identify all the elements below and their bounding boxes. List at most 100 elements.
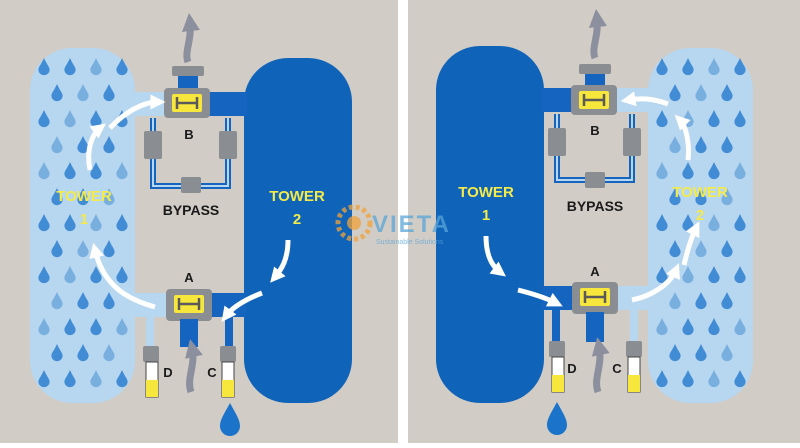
left-tower-1-droplets — [38, 58, 128, 388]
droplet-icon — [669, 292, 681, 310]
droplet-icon — [721, 84, 733, 102]
left-bypass-valve — [181, 177, 201, 193]
left-flow-arrow-5 — [221, 290, 263, 322]
droplet-icon — [708, 266, 720, 284]
right-valve-a-symbol — [583, 291, 607, 303]
droplet-icon — [708, 58, 720, 76]
droplet-icon — [103, 188, 115, 206]
left-flow-arrow-3 — [108, 94, 166, 130]
droplet-icon — [116, 370, 128, 388]
droplet-icon — [77, 84, 89, 102]
droplet-icon — [77, 136, 89, 154]
droplet-icon — [51, 292, 63, 310]
droplet-icon — [656, 162, 668, 180]
droplet-icon — [721, 136, 733, 154]
droplet-icon — [734, 214, 746, 232]
droplet-icon — [77, 344, 89, 362]
droplet-icon — [103, 240, 115, 258]
right-flow-arrow-4 — [681, 221, 700, 266]
left-tower-1-label: TOWER — [56, 188, 112, 205]
droplet-icon — [656, 266, 668, 284]
right-outlet-arrow — [588, 8, 608, 60]
right-tower-1 — [436, 46, 544, 403]
droplet-icon — [90, 214, 102, 232]
droplet-icon — [38, 370, 50, 388]
right-valve-d-label: D — [567, 361, 576, 376]
droplet-icon — [669, 136, 681, 154]
left-drain-droplet — [220, 403, 240, 436]
droplet-icon — [103, 136, 115, 154]
droplet-icon — [64, 162, 76, 180]
droplet-icon — [77, 240, 89, 258]
droplet-icon — [38, 110, 50, 128]
left-flow-arrow-4 — [270, 239, 291, 283]
left-drain-c-pipe — [225, 317, 233, 347]
left-flow-arrow-2 — [86, 123, 106, 171]
right-valve-b-label: B — [590, 123, 599, 138]
droplet-icon — [51, 240, 63, 258]
droplet-icon — [51, 136, 63, 154]
left-flow-arrow-1 — [89, 242, 156, 310]
right-check-valve-2 — [623, 128, 641, 156]
left-check-valve-2 — [219, 131, 237, 159]
droplet-icon — [669, 188, 681, 206]
droplet-icon — [708, 370, 720, 388]
right-tower-2-number: 2 — [696, 207, 704, 224]
droplet-icon — [38, 318, 50, 336]
left-tower-2-number: 2 — [293, 211, 301, 228]
left-valve-c-label: C — [207, 365, 217, 380]
right-bypass-label: BYPASS — [567, 198, 624, 214]
left-tower-2-label: TOWER — [269, 188, 325, 205]
right-inlet-pipe — [586, 312, 604, 342]
left-inlet-arrow — [185, 339, 203, 394]
right-drain-c-fill — [628, 375, 640, 392]
droplet-icon — [734, 162, 746, 180]
watermark-gear-hub — [347, 216, 361, 230]
left-valve-a-symbol — [177, 298, 201, 310]
droplet-icon — [64, 370, 76, 388]
droplet-icon — [38, 214, 50, 232]
left-outlet-flange — [172, 66, 204, 76]
droplet-icon — [708, 110, 720, 128]
watermark: VIETA Sustainable Solutions — [335, 204, 449, 246]
droplet-icon — [695, 344, 707, 362]
droplet-icon — [656, 370, 668, 388]
droplet-icon — [708, 318, 720, 336]
left-valve-b-symbol — [175, 97, 199, 109]
droplet-icon — [64, 266, 76, 284]
droplet-icon — [656, 214, 668, 232]
droplet-icon — [77, 292, 89, 310]
droplet-icon — [103, 84, 115, 102]
droplet-icon — [64, 214, 76, 232]
right-drain-droplet — [547, 402, 567, 435]
left-valve-b-label: B — [184, 127, 193, 142]
left-dryer: TOWER 1 TOWER 2 BYPASS B A D C — [30, 12, 352, 436]
right-valve-b-symbol — [582, 94, 606, 106]
right-bypass-valve — [585, 172, 605, 188]
droplet-icon — [682, 58, 694, 76]
droplet-icon — [103, 292, 115, 310]
droplet-icon — [721, 292, 733, 310]
left-valve-d-body — [143, 346, 159, 362]
left-tower-2 — [244, 58, 352, 403]
droplet-icon — [695, 84, 707, 102]
droplet-icon — [734, 266, 746, 284]
droplet-icon — [682, 162, 694, 180]
droplet-icon — [695, 188, 707, 206]
droplet-icon — [682, 266, 694, 284]
right-drain-c-pipe — [630, 310, 638, 342]
droplet-icon — [103, 344, 115, 362]
droplet-icon — [734, 58, 746, 76]
droplet-icon — [669, 240, 681, 258]
droplet-icon — [721, 240, 733, 258]
droplet-icon — [695, 136, 707, 154]
droplet-icon — [656, 58, 668, 76]
droplet-icon — [708, 214, 720, 232]
droplet-icon — [669, 84, 681, 102]
left-valve-a-label: A — [184, 270, 194, 285]
droplet-icon — [116, 214, 128, 232]
droplet-icon — [38, 58, 50, 76]
droplet-icon — [90, 266, 102, 284]
